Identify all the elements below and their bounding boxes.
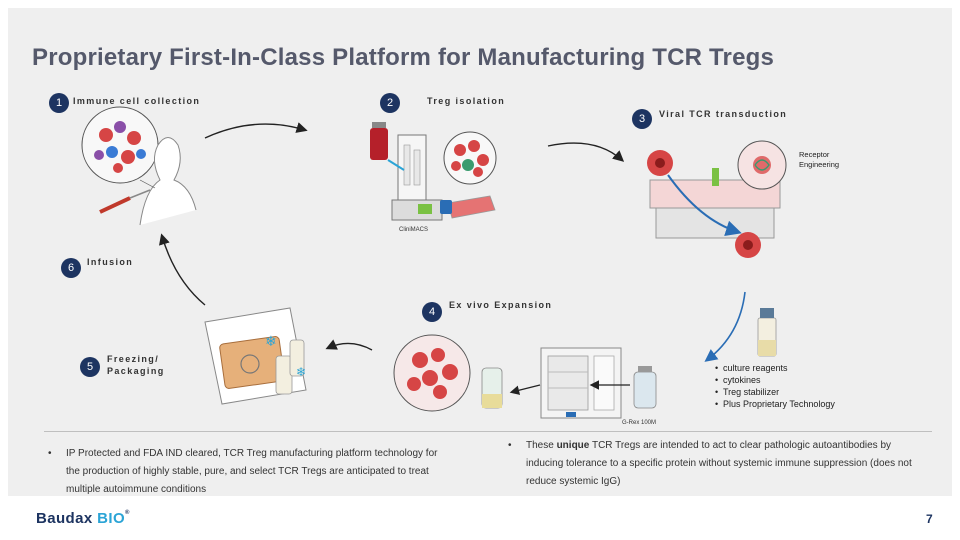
grex-label: G-Rex 100M <box>622 420 656 426</box>
arrow-1-to-2 <box>204 122 308 139</box>
clinimacs-label: CliniMACS <box>399 227 428 233</box>
note-left-text: IP Protected and FDA IND cleared, TCR Tr… <box>66 448 438 495</box>
note-right-text: These unique TCR Tregs are intended to a… <box>526 437 928 491</box>
note-right-bold: unique <box>556 440 590 451</box>
immune-cell-collection-illustration <box>81 106 197 226</box>
logo-bio: BIO <box>97 510 126 527</box>
arrow-3-to-expansion <box>704 291 746 362</box>
slide-title: Proprietary First-In-Class Platform for … <box>32 44 775 71</box>
note-right-prefix: These <box>526 440 557 451</box>
arrow-incubator-to-flask <box>509 384 541 395</box>
step-4-label: Ex vivo Expansion <box>449 300 553 310</box>
step-5-label: Freezing/ Packaging <box>107 354 165 376</box>
arrow-5-to-6 <box>159 233 206 306</box>
note-left: • IP Protected and FDA IND cleared, TCR … <box>48 445 448 499</box>
treg-isolation-illustration <box>370 122 497 221</box>
step-6-label: Infusion <box>87 257 134 267</box>
svg-text:❄: ❄ <box>265 333 277 349</box>
note-right-suffix: TCR Tregs are intended to act to clear p… <box>526 440 912 487</box>
arrow-2-to-3 <box>547 142 625 162</box>
company-logo: Baudax BIO® <box>36 510 130 527</box>
step-1-label: Immune cell collection <box>73 96 201 106</box>
step-3-badge: 3 <box>632 109 652 129</box>
step-6-badge: 6 <box>61 258 81 278</box>
step-4-badge: 4 <box>422 302 442 322</box>
reagent-vial-illustration <box>757 308 777 357</box>
reagents-list: culture reagents cytokines Treg stabiliz… <box>715 362 835 410</box>
slide-content-area <box>8 8 952 496</box>
viral-tcr-transduction-illustration <box>647 140 787 258</box>
list-item: Plus Proprietary Technology <box>715 398 835 410</box>
step-3-label: Viral TCR transduction <box>659 109 788 119</box>
step-2-label: Treg isolation <box>427 96 506 106</box>
logo-registered-mark: ® <box>125 510 130 516</box>
logo-word: Baudax <box>36 510 93 527</box>
svg-text:❄: ❄ <box>296 365 306 379</box>
note-right: • These unique TCR Tregs are intended to… <box>508 437 928 491</box>
ex-vivo-expansion-illustration <box>393 334 657 419</box>
arrow-4-to-5 <box>325 339 373 351</box>
page-number: 7 <box>926 512 933 526</box>
list-item: culture reagents <box>715 362 835 374</box>
list-item: cytokines <box>715 374 835 386</box>
receptor-engineering-label: Receptor Engineering <box>799 150 839 169</box>
step-2-badge: 2 <box>380 93 400 113</box>
freezing-packaging-illustration: ❄ ❄ <box>204 307 307 405</box>
step-5-badge: 5 <box>80 357 100 377</box>
step-1-badge: 1 <box>49 93 69 113</box>
divider <box>44 431 932 432</box>
list-item: Treg stabilizer <box>715 386 835 398</box>
